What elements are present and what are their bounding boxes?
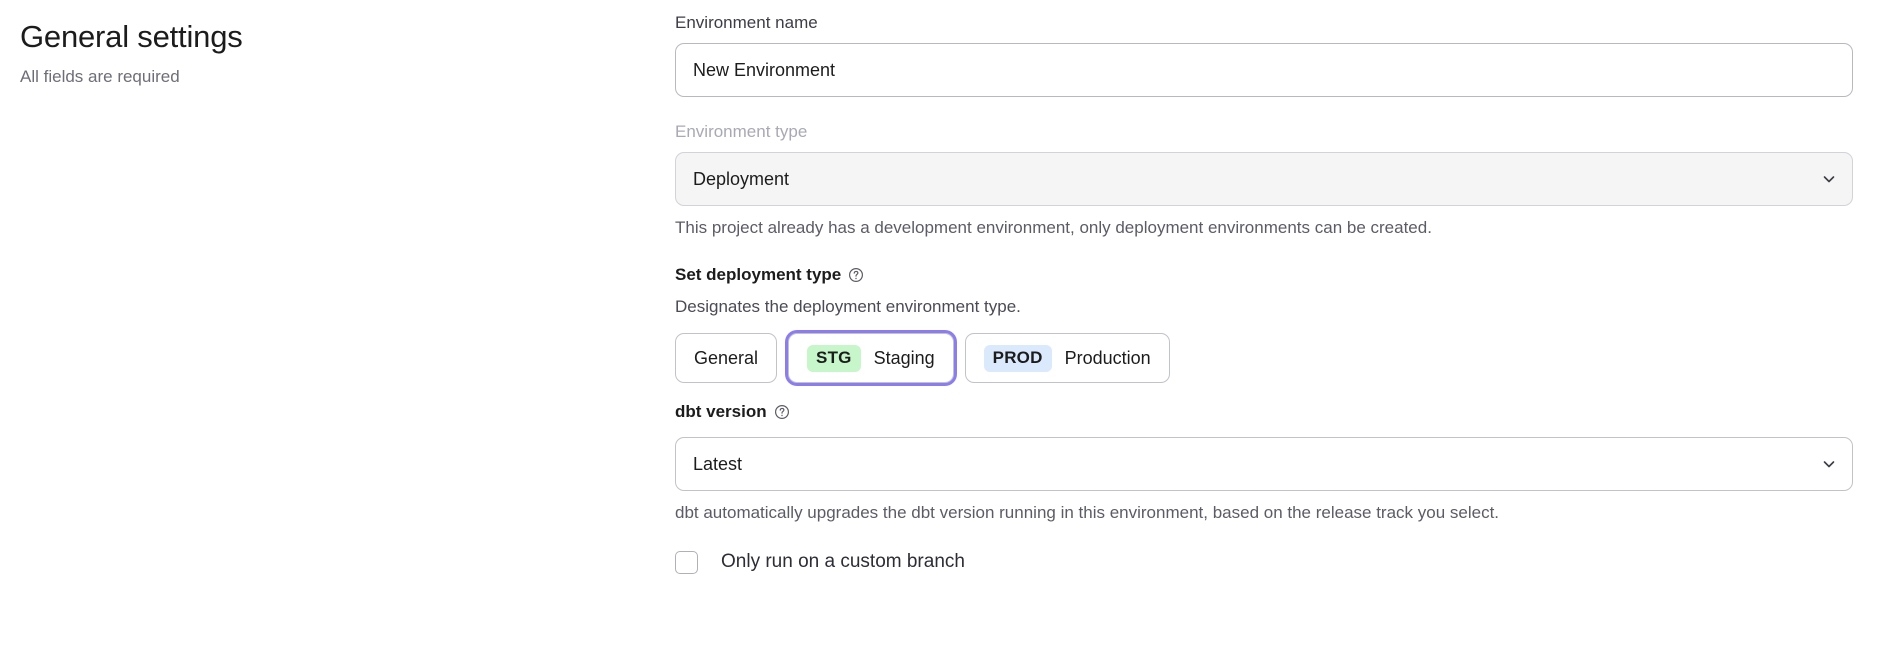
- deployment-type-option-production[interactable]: PROD Production: [964, 333, 1170, 384]
- environment-type-helper-text: This project already has a development e…: [675, 218, 1432, 238]
- dbt-version-label-row: dbt version: [675, 401, 1853, 423]
- help-circle-icon[interactable]: [848, 267, 864, 283]
- settings-header: General settings All fields are required: [20, 18, 620, 88]
- deployment-type-button-group: General STG Staging PROD Production: [675, 333, 1853, 384]
- deployment-type-option-production-label: Production: [1064, 347, 1151, 368]
- dbt-version-field: dbt version Latest dbt: [675, 401, 1853, 525]
- staging-badge: STG: [807, 344, 861, 372]
- settings-form: Environment name Environment type Deploy…: [675, 12, 1853, 575]
- custom-branch-label[interactable]: Only run on a custom branch: [721, 551, 965, 573]
- environment-name-input[interactable]: [675, 43, 1853, 98]
- help-circle-icon[interactable]: [774, 404, 790, 420]
- deployment-type-option-staging[interactable]: STG Staging: [788, 333, 954, 384]
- environment-type-select-wrap: Deployment: [675, 152, 1853, 207]
- environment-name-label: Environment name: [675, 13, 818, 32]
- deployment-type-label-row: Set deployment type: [675, 264, 1853, 286]
- dbt-version-select[interactable]: Latest: [675, 437, 1853, 492]
- deployment-type-description: Designates the deployment environment ty…: [675, 297, 1021, 317]
- deployment-type-option-general[interactable]: General: [675, 333, 778, 384]
- deployment-type-option-staging-label: Staging: [873, 347, 935, 368]
- page-subtitle: All fields are required: [20, 66, 180, 86]
- environment-type-field: Environment type Deployment This project…: [675, 121, 1853, 240]
- deployment-type-option-general-label: General: [694, 347, 759, 368]
- dbt-version-select-wrap: Latest: [675, 437, 1853, 492]
- page-title: General settings: [20, 19, 243, 54]
- environment-type-label: Environment type: [675, 122, 808, 142]
- environment-type-select[interactable]: Deployment: [675, 152, 1853, 207]
- environment-name-field: Environment name: [675, 12, 1853, 98]
- production-badge: PROD: [983, 344, 1052, 372]
- custom-branch-checkbox[interactable]: [675, 551, 698, 575]
- dbt-version-label: dbt version: [675, 402, 767, 422]
- dbt-version-helper-text: dbt automatically upgrades the dbt versi…: [675, 503, 1500, 523]
- custom-branch-row: Only run on a custom branch: [675, 551, 1853, 575]
- deployment-type-label: Set deployment type: [675, 265, 842, 285]
- deployment-type-field: Set deployment type Designates the deplo…: [675, 264, 1853, 384]
